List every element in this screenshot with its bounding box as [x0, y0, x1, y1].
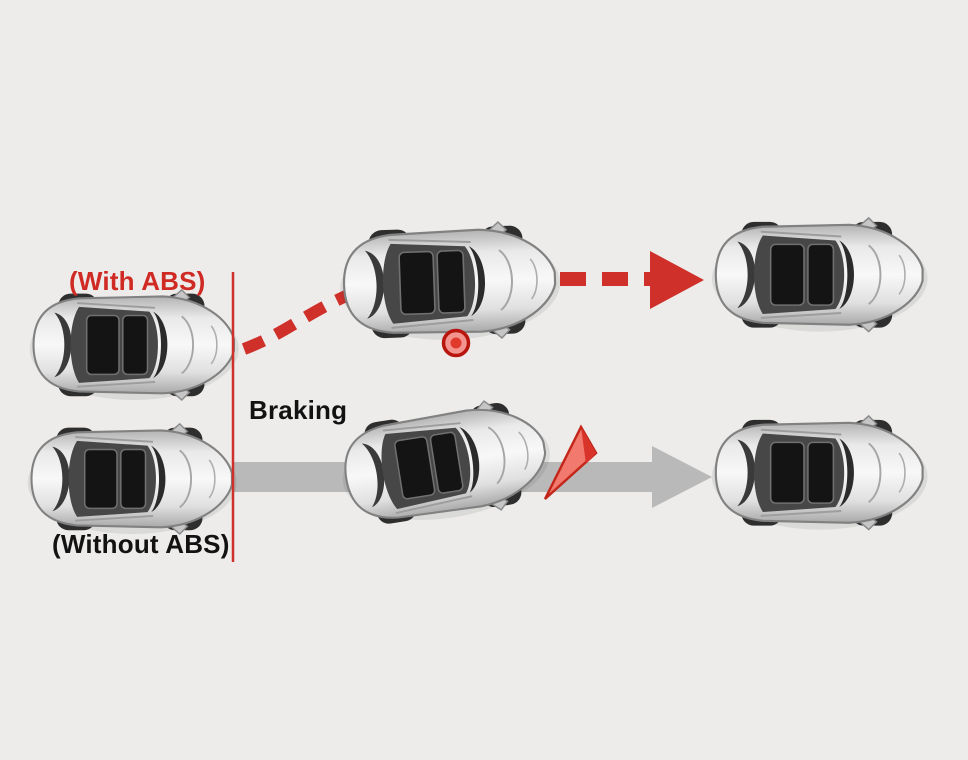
abs-exit-arrowhead — [650, 251, 704, 309]
skid-arrowhead — [652, 446, 712, 508]
car-with-abs-start — [28, 288, 240, 402]
label-with-abs: (With ABS) — [69, 266, 206, 296]
car-with-abs-swerving — [336, 218, 564, 345]
car-without-abs-end — [710, 414, 929, 531]
car-without-abs-skidding — [332, 391, 559, 535]
red-triangle-collision-marker — [543, 424, 598, 500]
car-without-abs-start — [26, 422, 238, 536]
abs-swerve-dashed-path — [241, 290, 349, 355]
label-braking: Braking — [249, 395, 348, 425]
red-circle-obstacle-marker — [441, 328, 471, 358]
car-with-abs-end — [710, 216, 929, 333]
label-without-abs: (Without ABS) — [52, 529, 230, 559]
